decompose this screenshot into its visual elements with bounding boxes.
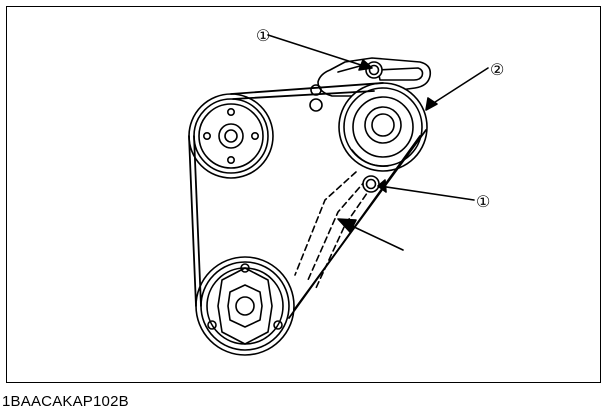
water-pump-pulley [188, 93, 274, 179]
mount-boss-lower [309, 98, 323, 112]
callout-label-lower: ① [476, 194, 490, 211]
alternator-pulley [338, 82, 428, 172]
lower-pivot-bolt [362, 175, 380, 193]
callout-1-upper: ① [256, 28, 270, 45]
tension-arrow [337, 218, 404, 251]
callout-label-upper: ① [256, 28, 270, 45]
figure-code: 1BAACAKAP102B [2, 393, 129, 410]
figure-frame [6, 6, 601, 383]
callout-label-pulley: ② [490, 62, 504, 79]
callout-leaders [267, 34, 489, 201]
callout-1-lower: ① [476, 194, 490, 211]
crankshaft-pulley [195, 256, 295, 356]
callout-2: ② [490, 62, 504, 79]
adjusting-bracket [317, 57, 432, 97]
